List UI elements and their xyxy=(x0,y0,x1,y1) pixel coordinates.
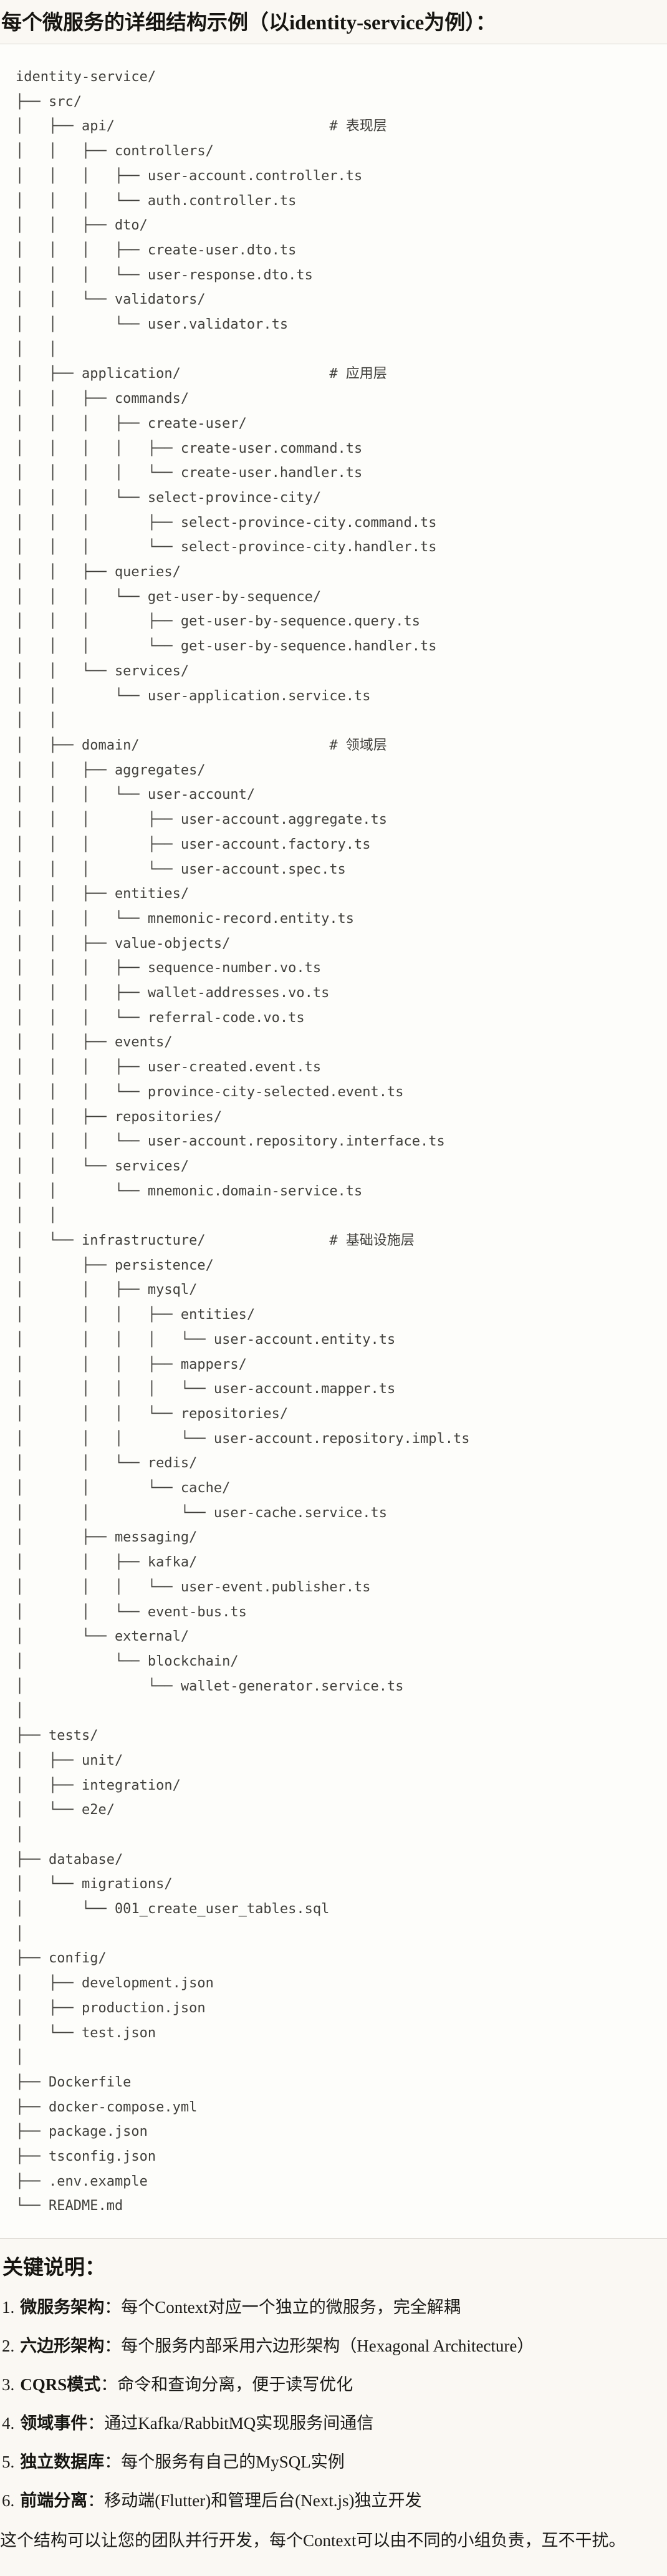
list-item: 6.前端分离：移动端(Flutter)和管理后台(Next.js)独立开发 xyxy=(2,2489,667,2512)
note-text: ：每个服务有自己的MySQL实例 xyxy=(104,2453,345,2472)
notes-heading: 关键说明： xyxy=(2,2257,105,2280)
footer-paragraph: 这个结构可以让您的团队并行开发，每个Context可以由不同的小组负责，互不干扰… xyxy=(0,2531,626,2550)
note-term: 前端分离 xyxy=(20,2491,88,2511)
note-term: 领域事件 xyxy=(20,2414,88,2433)
note-number: 2. xyxy=(2,2337,15,2356)
note-text: ：命令和查询分离，便于读写优化 xyxy=(100,2375,353,2395)
note-number: 6. xyxy=(2,2491,15,2511)
list-item: 5. 独立数据库：每个服务有自己的MySQL实例 xyxy=(2,2451,667,2473)
list-item: 3.CQRS模式：命令和查询分离，便于读写优化 xyxy=(2,2373,667,2396)
note-term: 微服务架构 xyxy=(20,2298,105,2317)
note-text: ：每个服务内部采用六边形架构（Hexagonal Architecture） xyxy=(104,2337,534,2356)
note-text: ：移动端(Flutter)和管理后台(Next.js)独立开发 xyxy=(87,2491,422,2511)
list-item: 4. 领域事件：通过Kafka/RabbitMQ实现服务间通信 xyxy=(2,2412,667,2434)
note-number: 5. xyxy=(2,2453,15,2472)
note-text: ：每个Context对应一个独立的微服务，完全解耦 xyxy=(104,2298,461,2317)
note-number: 3. xyxy=(2,2375,15,2395)
code-block: identity-service/ ├── src/ │ ├── api/ # … xyxy=(0,44,667,2239)
note-text: ：通过Kafka/RabbitMQ实现服务间通信 xyxy=(87,2414,374,2433)
note-term: 独立数据库 xyxy=(20,2453,105,2472)
list-item: 1. 微服务架构：每个Context对应一个独立的微服务，完全解耦 xyxy=(2,2296,667,2318)
notes-list: 1. 微服务架构：每个Context对应一个独立的微服务，完全解耦 2. 六边形架构… xyxy=(2,2296,667,2512)
note-number: 4. xyxy=(2,2414,15,2433)
note-term: 六边形架构 xyxy=(20,2337,105,2356)
directory-tree-text: identity-service/ ├── src/ │ ├── api/ # … xyxy=(16,69,470,2214)
note-term: CQRS模式 xyxy=(20,2375,101,2395)
list-item: 2. 六边形架构：每个服务内部采用六边形架构（Hexagonal Architec… xyxy=(2,2335,667,2357)
page-title: 每个微服务的详细结构示例（以identity-service为例）： xyxy=(1,12,496,34)
note-number: 1. xyxy=(2,2298,15,2317)
